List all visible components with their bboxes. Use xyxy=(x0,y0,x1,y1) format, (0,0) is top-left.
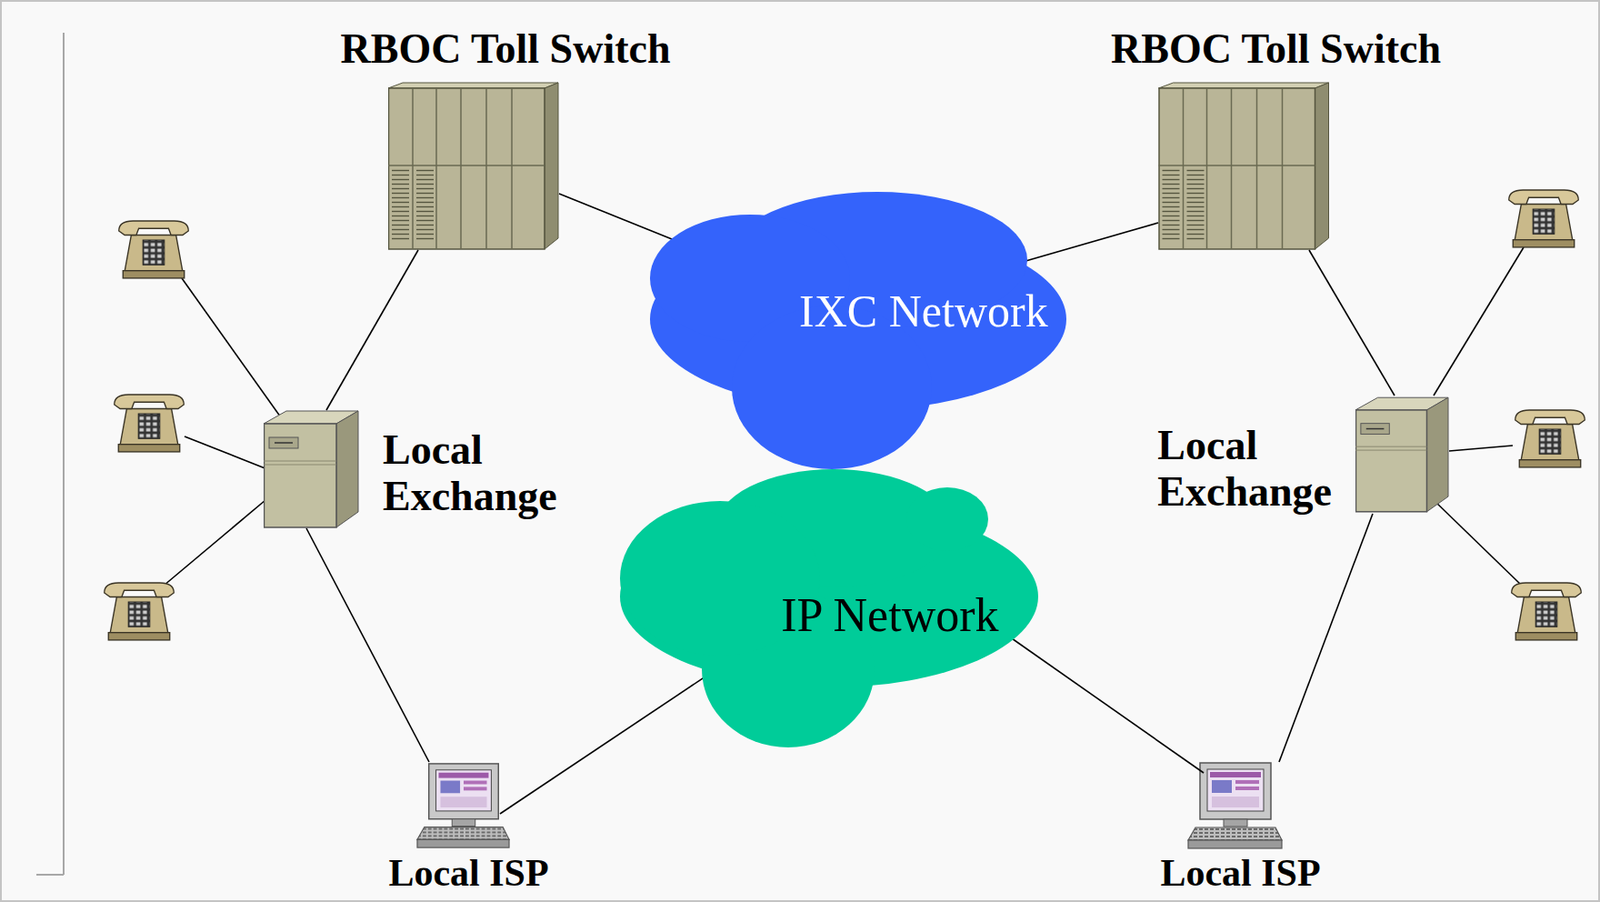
connector-line xyxy=(1009,636,1204,773)
cloud-lobe xyxy=(906,487,989,551)
margin-rule xyxy=(62,32,65,875)
telephone-icon xyxy=(1509,190,1580,248)
cloud-label: IXC Network xyxy=(799,286,1049,337)
margin-tick xyxy=(36,873,64,876)
telephone-icon xyxy=(1515,410,1586,468)
toll-switch: RBOC Toll Switch xyxy=(388,81,560,250)
toll-switch-icon xyxy=(388,82,559,250)
connector-line xyxy=(306,528,430,762)
isp-computer-icon xyxy=(1188,762,1282,849)
phone-line xyxy=(1433,500,1522,586)
exchange-label: Local Exchange xyxy=(382,427,558,520)
isp-label: Local ISP xyxy=(1160,852,1320,893)
exchange-label: Local Exchange xyxy=(1157,422,1332,515)
network-cloud: IXC Network xyxy=(650,191,1067,470)
local-isp: Local ISP xyxy=(416,761,510,851)
cloud-label: IP Network xyxy=(780,589,999,641)
phone-line xyxy=(1449,445,1513,451)
connector-line xyxy=(1279,513,1373,762)
isp-computer-icon xyxy=(417,763,510,848)
exchange-icon xyxy=(1355,397,1449,512)
phone-line xyxy=(163,500,266,586)
exchange-icon xyxy=(263,410,359,528)
phone-line xyxy=(1433,247,1524,396)
switch-label: RBOC Toll Switch xyxy=(1110,26,1441,73)
connector-line xyxy=(1309,250,1395,396)
connector-line xyxy=(500,663,725,814)
network-cloud: IP Network xyxy=(620,469,1040,748)
telephone-icon xyxy=(1511,582,1582,640)
telephone-icon xyxy=(119,220,190,279)
connector-line xyxy=(326,250,419,410)
switch-label: RBOC Toll Switch xyxy=(340,26,671,73)
toll-switch-icon xyxy=(1159,82,1330,250)
connector-line xyxy=(1010,222,1159,266)
phone-line xyxy=(184,436,268,470)
local-isp: Local ISP xyxy=(1186,761,1284,851)
local-exchange: Local Exchange xyxy=(1355,395,1450,514)
local-exchange: Local Exchange xyxy=(263,410,360,529)
telephone-icon xyxy=(114,394,185,452)
telephone-icon xyxy=(104,582,175,640)
toll-switch: RBOC Toll Switch xyxy=(1158,81,1330,250)
isp-label: Local ISP xyxy=(388,852,549,893)
connector-line xyxy=(559,193,686,245)
